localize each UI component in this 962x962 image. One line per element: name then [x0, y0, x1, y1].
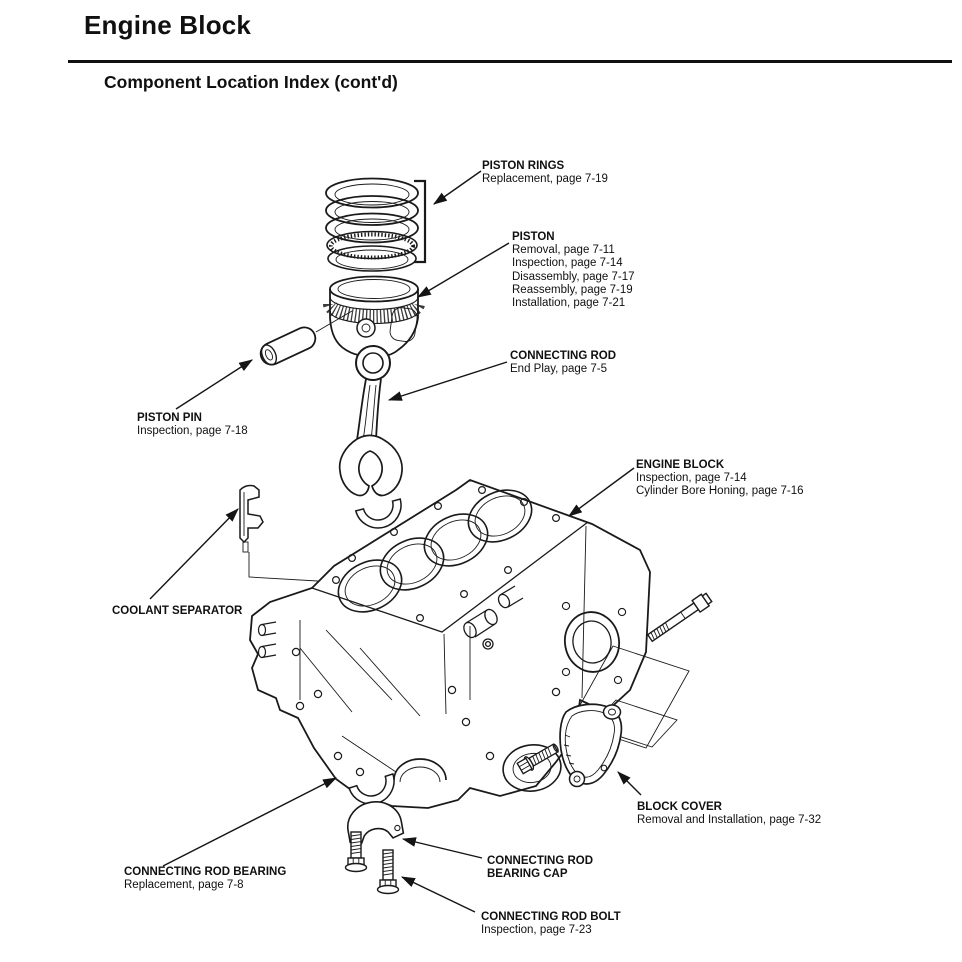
- callout-title: CONNECTING ROD: [487, 855, 594, 867]
- callout-title: PISTON PIN: [137, 412, 202, 424]
- callout-line: Reassembly, page 7-19: [512, 283, 633, 296]
- section-title: Component Location Index (cont'd): [104, 72, 398, 92]
- callout-line: Inspection, page 7-14: [636, 472, 747, 485]
- callout-line: End Play, page 7-5: [510, 363, 607, 376]
- title-rule: [68, 60, 952, 63]
- callout-block-cover: BLOCK COVER Removal and Installation, pa…: [637, 801, 821, 827]
- separator-leader-line: [248, 552, 353, 584]
- callout-piston: PISTON Removal, page 7-11 Inspection, pa…: [512, 231, 635, 310]
- rod-bolt-a-art: [344, 831, 368, 873]
- cover-bolt-art: [516, 743, 559, 775]
- callout-line: Replacement, page 7-8: [124, 879, 244, 892]
- callout-connecting-rod-bearing-cap: CONNECTING ROD BEARING CAP: [487, 855, 593, 881]
- leader-lines: [149, 170, 642, 913]
- piston-pin-art: [259, 326, 317, 366]
- callout-title: CONNECTING ROD BEARING: [124, 866, 287, 878]
- callout-line: Cylinder Bore Honing, page 7-16: [636, 485, 804, 498]
- callout-line: Inspection, page 7-14: [512, 257, 623, 270]
- callout-title: BLOCK COVER: [637, 801, 722, 813]
- callout-title: BEARING CAP: [487, 868, 568, 881]
- callout-piston-rings: PISTON RINGS Replacement, page 7-19: [482, 160, 608, 186]
- callout-title: CONNECTING ROD: [510, 350, 617, 362]
- connecting-rod-art: [338, 345, 403, 529]
- callout-line: Replacement, page 7-19: [482, 173, 608, 186]
- callout-connecting-rod: CONNECTING ROD End Play, page 7-5: [510, 350, 616, 376]
- callout-engine-block: ENGINE BLOCK Inspection, page 7-14 Cylin…: [636, 459, 804, 499]
- rod-bolt-b-art: [376, 849, 400, 895]
- piston-rings-art: [325, 177, 427, 272]
- callout-line: Installation, page 7-21: [512, 297, 626, 310]
- callout-line: Disassembly, page 7-17: [512, 270, 635, 283]
- callout-coolant-separator: COOLANT SEPARATOR: [112, 605, 242, 618]
- callout-line: Removal and Installation, page 7-32: [637, 814, 822, 827]
- rings-bracket: [414, 179, 427, 264]
- callout-connecting-rod-bolt: CONNECTING ROD BOLT Inspection, page 7-2…: [481, 911, 621, 937]
- callout-line: Inspection, page 7-18: [137, 425, 248, 438]
- pin-leader-line: [315, 310, 353, 333]
- callout-title: PISTON RINGS: [482, 160, 565, 172]
- callout-piston-pin: PISTON PIN Inspection, page 7-18: [137, 412, 248, 438]
- rod-bearing-lower-art: [348, 772, 395, 805]
- rod-bearing-upper-art: [354, 498, 402, 529]
- mounting-bolt-art: [646, 592, 713, 643]
- engine-block-art: [249, 478, 651, 809]
- callout-title: CONNECTING ROD BOLT: [481, 911, 621, 923]
- callout-connecting-rod-bearing: CONNECTING ROD BEARING Replacement, page…: [124, 866, 286, 892]
- page-title: Engine Block: [84, 10, 252, 40]
- callout-line: Removal, page 7-11: [512, 244, 615, 257]
- coolant-separator-art: [239, 484, 353, 584]
- callout-line: Inspection, page 7-23: [481, 924, 592, 937]
- block-cover-art: [559, 703, 623, 788]
- callout-title: COOLANT SEPARATOR: [112, 605, 243, 617]
- callout-title: PISTON: [512, 231, 555, 243]
- callout-title: ENGINE BLOCK: [636, 459, 725, 471]
